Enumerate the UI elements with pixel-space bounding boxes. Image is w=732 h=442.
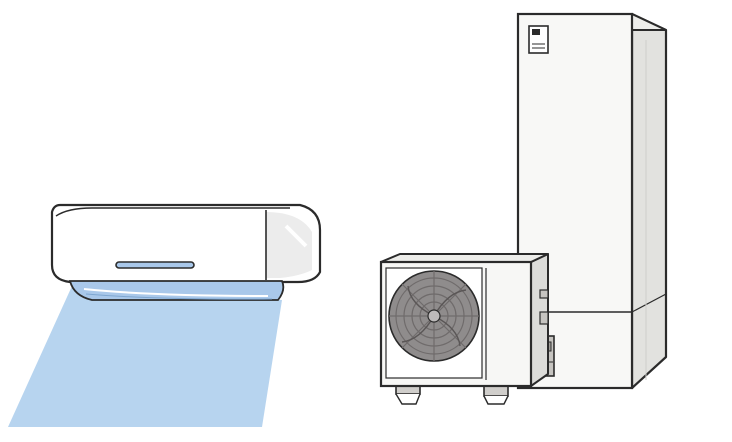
cool-air-icon xyxy=(8,286,282,427)
fan-icon xyxy=(388,270,480,362)
air-conditioner-icon xyxy=(50,203,322,301)
display-bar xyxy=(115,261,195,269)
tank-control-panel-icon xyxy=(528,25,549,54)
heat-pump-outdoor-unit-icon xyxy=(379,253,549,405)
